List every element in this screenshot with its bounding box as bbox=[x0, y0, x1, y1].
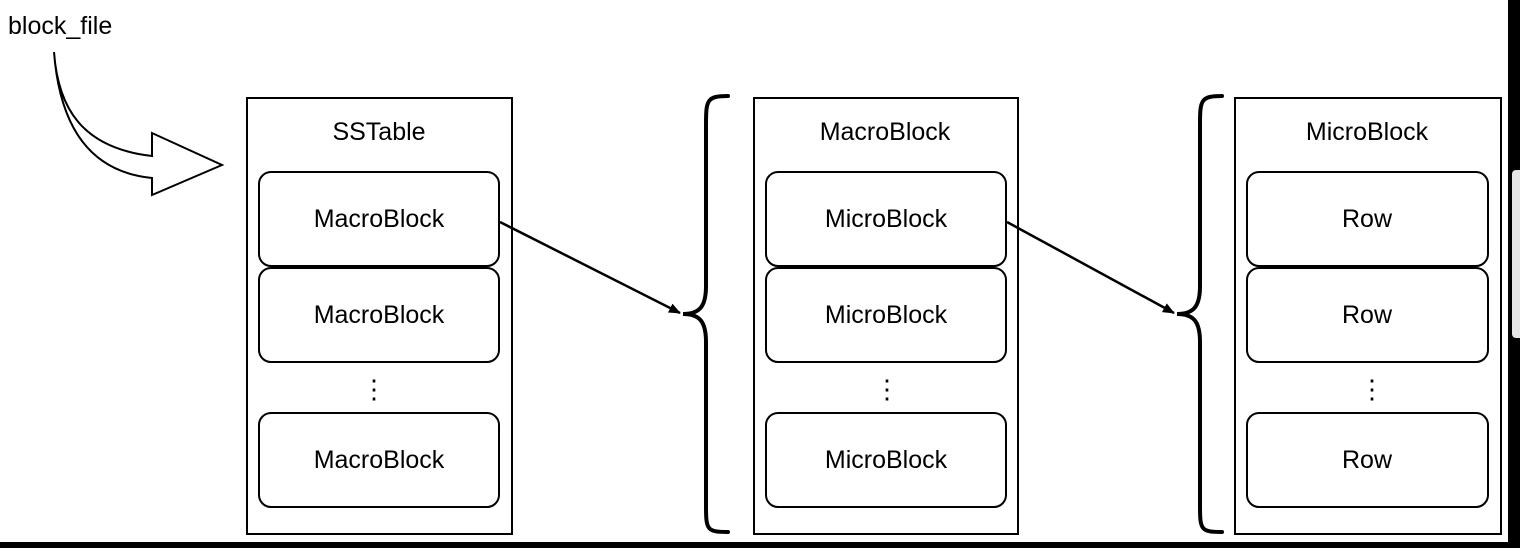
sstable-title: SSTable bbox=[332, 118, 425, 146]
macroblock-box-3 bbox=[258, 412, 500, 508]
macroblock-label-3: MacroBlock bbox=[314, 446, 445, 474]
scrollbar-handle[interactable] bbox=[1512, 170, 1520, 338]
row-label-1: Row bbox=[1342, 205, 1393, 233]
macroblock-container: MacroBlock MicroBlock MicroBlock ⋮ Micro… bbox=[753, 97, 1019, 535]
microblock-title: MicroBlock bbox=[1306, 118, 1429, 146]
row-box-3 bbox=[1246, 412, 1489, 508]
microblock-label-1: MicroBlock bbox=[825, 205, 948, 233]
row-label-2: Row bbox=[1342, 301, 1393, 329]
arrow-macroblock-to-detail bbox=[499, 220, 681, 315]
microblock-label-2: MicroBlock bbox=[825, 301, 948, 329]
ellipsis-dots: ⋮ bbox=[361, 374, 387, 404]
row-label-3: Row bbox=[1342, 446, 1393, 474]
microblock-container: MicroBlock Row Row ⋮ Row bbox=[1234, 97, 1502, 535]
macroblock-label-2: MacroBlock bbox=[314, 301, 445, 329]
ellipsis-dots: ⋮ bbox=[1359, 374, 1385, 404]
microblock-label-3: MicroBlock bbox=[825, 446, 948, 474]
macroblock-title: MacroBlock bbox=[820, 118, 951, 146]
block-file-label: block_file bbox=[8, 12, 112, 40]
macroblock-box-1 bbox=[258, 171, 500, 267]
row-box-2 bbox=[1246, 267, 1489, 363]
microblock-box-2 bbox=[765, 267, 1007, 363]
macroblock-label-1: MacroBlock bbox=[314, 205, 445, 233]
ellipsis-dots: ⋮ bbox=[874, 374, 900, 404]
curved-arrow-icon bbox=[53, 51, 225, 197]
curly-brace-2 bbox=[1176, 94, 1224, 534]
arrow-microblock-to-detail bbox=[1006, 220, 1175, 315]
sstable-container: SSTable MacroBlock MacroBlock ⋮ MacroBlo… bbox=[246, 97, 513, 535]
microblock-box-1 bbox=[765, 171, 1007, 267]
row-box-1 bbox=[1246, 171, 1489, 267]
macroblock-box-2 bbox=[258, 267, 500, 363]
microblock-box-3 bbox=[765, 412, 1007, 508]
curly-brace-1 bbox=[682, 94, 730, 534]
